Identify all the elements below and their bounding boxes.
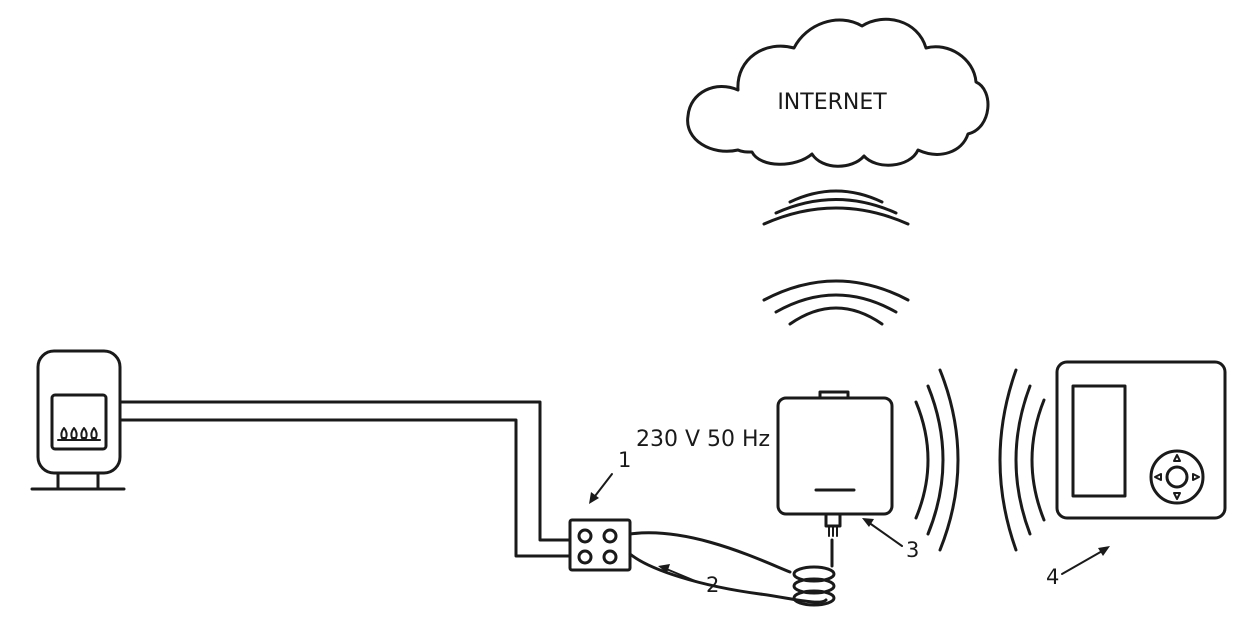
callout-4-arrow — [1061, 546, 1110, 575]
boiler-icon — [30, 349, 126, 491]
thermostat-icon — [1055, 360, 1227, 520]
internet-label: INTERNET — [777, 90, 887, 115]
callout-1-arrow — [589, 473, 613, 504]
callout-3: 3 — [906, 538, 919, 562]
gateway-icon — [776, 390, 894, 537]
gateway-cable — [628, 531, 836, 607]
wireless-waves-icon — [762, 189, 910, 326]
callout-3-arrow — [862, 518, 903, 547]
callout-1: 1 — [618, 448, 631, 472]
junction-box-icon — [568, 518, 632, 572]
callout-2-arrow — [658, 564, 701, 584]
wireless-waves-icon — [914, 368, 1046, 552]
cloud-icon — [686, 17, 990, 168]
boiler-cable — [118, 400, 572, 558]
flame-icon — [60, 427, 98, 439]
callout-2: 2 — [706, 573, 719, 597]
dpad-icon — [1149, 449, 1205, 505]
power-label: 230 V 50 Hz — [636, 427, 770, 452]
callout-4: 4 — [1046, 565, 1059, 589]
